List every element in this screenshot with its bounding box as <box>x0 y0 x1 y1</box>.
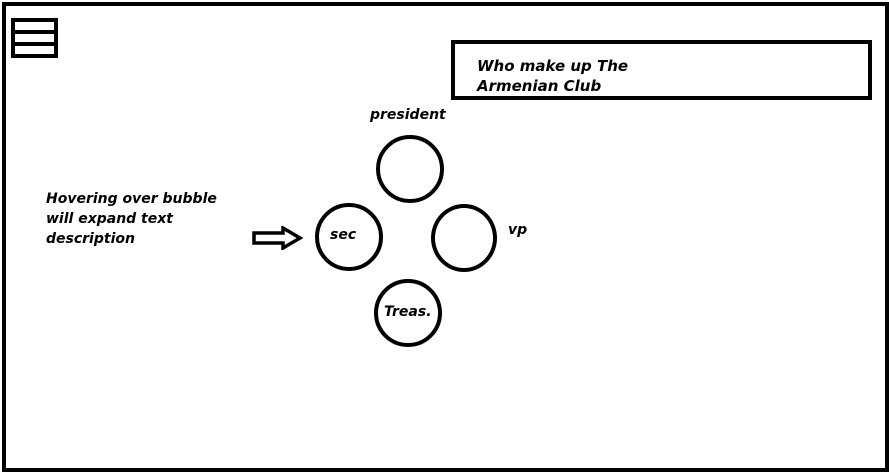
hamburger-menu-icon[interactable] <box>11 18 58 58</box>
annotation-line-2: will expand text <box>46 211 173 227</box>
treasurer-label: Treas. <box>384 304 432 320</box>
annotation-line-1: Hovering over bubble <box>46 191 217 207</box>
menu-bar <box>15 30 54 34</box>
president-bubble[interactable] <box>376 135 444 203</box>
page-title-line-2: Armenian Club <box>477 77 602 95</box>
page-title-box: Who make up The Armenian Club <box>451 40 872 100</box>
vp-bubble[interactable] <box>431 204 497 272</box>
hover-annotation: Hovering over bubble will expand text de… <box>46 189 236 249</box>
right-arrow-icon <box>252 226 304 250</box>
secretary-label: sec <box>330 227 357 243</box>
annotation-line-3: description <box>46 231 135 247</box>
secretary-bubble[interactable]: sec <box>315 203 383 271</box>
page-title: Who make up The Armenian Club <box>477 56 677 96</box>
treasurer-bubble[interactable]: Treas. <box>374 279 442 347</box>
vp-label: vp <box>508 222 528 238</box>
menu-bar <box>15 42 54 46</box>
president-label: president <box>370 107 446 123</box>
page-title-line-1: Who make up The <box>477 57 629 75</box>
